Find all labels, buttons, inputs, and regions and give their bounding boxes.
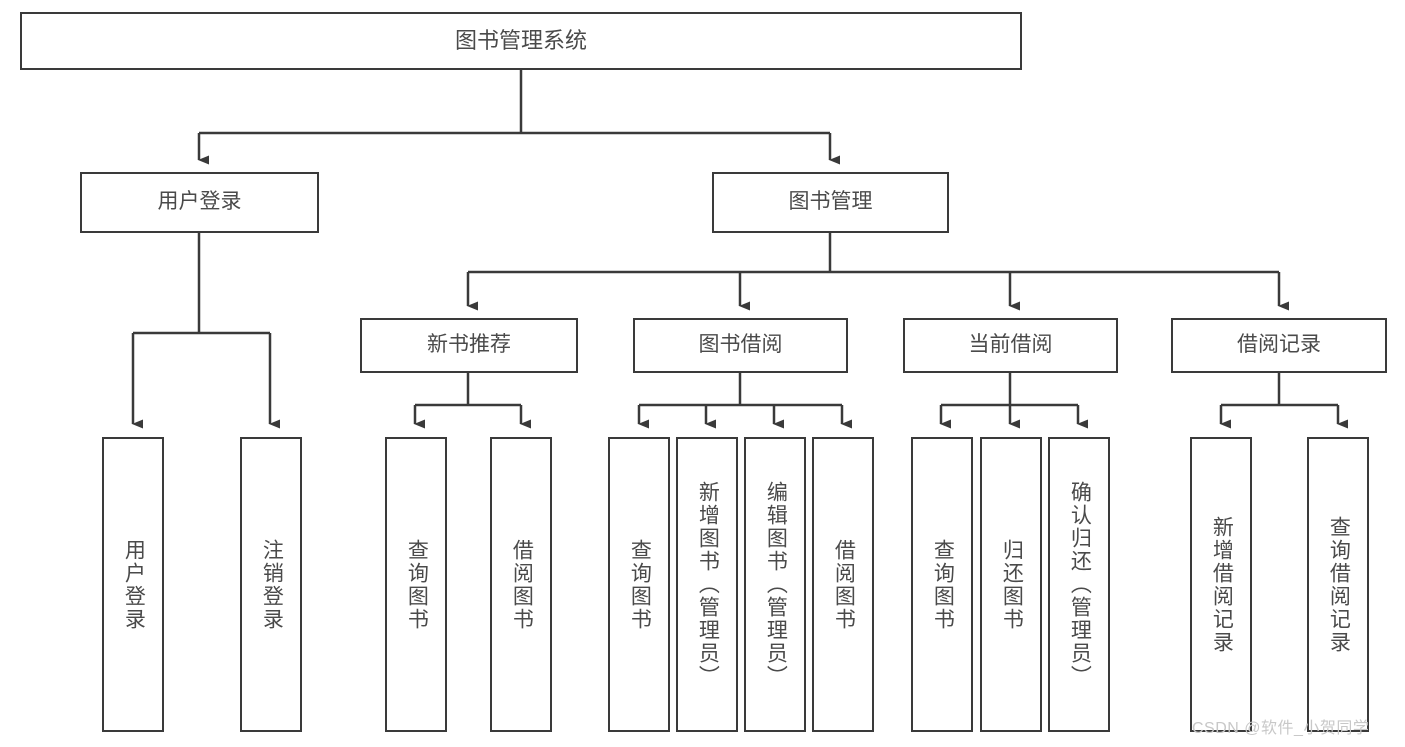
node-label: 查询图书 (931, 538, 955, 631)
node-label: 确认归还（管理员） (1068, 481, 1092, 688)
node-leaf-query-book-newbook[interactable]: 查询图书 (385, 437, 447, 732)
node-user-login[interactable]: 用户登录 (80, 172, 319, 233)
node-label: 新增借阅记录 (1210, 515, 1234, 654)
node-label: 用户登录 (157, 190, 242, 214)
node-leaf-add-borrow-record[interactable]: 新增借阅记录 (1190, 437, 1252, 732)
node-label: 新书推荐 (427, 333, 511, 357)
node-label: 编辑图书（管理员） (764, 481, 788, 688)
node-leaf-confirm-return-admin[interactable]: 确认归还（管理员） (1048, 437, 1110, 732)
node-label: 图书管理 (788, 190, 873, 214)
node-label: 图书管理系统 (454, 28, 587, 54)
node-new-book-recommend[interactable]: 新书推荐 (360, 318, 578, 373)
node-label: 查询图书 (628, 538, 652, 631)
node-leaf-query-borrow-record[interactable]: 查询借阅记录 (1307, 437, 1369, 732)
node-label: 新增图书（管理员） (696, 481, 720, 688)
node-leaf-return-book[interactable]: 归还图书 (980, 437, 1042, 732)
node-leaf-user-login[interactable]: 用户登录 (102, 437, 164, 732)
node-leaf-borrow-book-newbook[interactable]: 借阅图书 (490, 437, 552, 732)
node-label: 注销登录 (260, 538, 284, 631)
node-current-borrow[interactable]: 当前借阅 (903, 318, 1118, 373)
node-label: 用户登录 (122, 538, 146, 631)
node-label: 借阅图书 (832, 538, 856, 631)
node-label: 查询图书 (405, 538, 429, 631)
node-leaf-add-book-admin[interactable]: 新增图书（管理员） (676, 437, 738, 732)
node-label: 归还图书 (1000, 538, 1024, 631)
node-leaf-query-book-borrow[interactable]: 查询图书 (608, 437, 670, 732)
node-label: 借阅图书 (510, 538, 534, 631)
node-leaf-logout[interactable]: 注销登录 (240, 437, 302, 732)
node-label: 图书借阅 (698, 333, 783, 357)
node-book-management[interactable]: 图书管理 (712, 172, 949, 233)
node-label: 查询借阅记录 (1327, 515, 1351, 654)
node-label: 借阅记录 (1237, 333, 1321, 357)
node-borrow-record[interactable]: 借阅记录 (1171, 318, 1387, 373)
csdn-watermark: CSDN @软件_小贺同学 (1192, 720, 1370, 737)
node-leaf-edit-book-admin[interactable]: 编辑图书（管理员） (744, 437, 806, 732)
node-leaf-borrow-book[interactable]: 借阅图书 (812, 437, 874, 732)
node-book-borrow[interactable]: 图书借阅 (633, 318, 848, 373)
node-leaf-query-book-current[interactable]: 查询图书 (911, 437, 973, 732)
node-root-book-management-system[interactable]: 图书管理系统 (20, 12, 1022, 70)
node-label: 当前借阅 (968, 333, 1053, 357)
